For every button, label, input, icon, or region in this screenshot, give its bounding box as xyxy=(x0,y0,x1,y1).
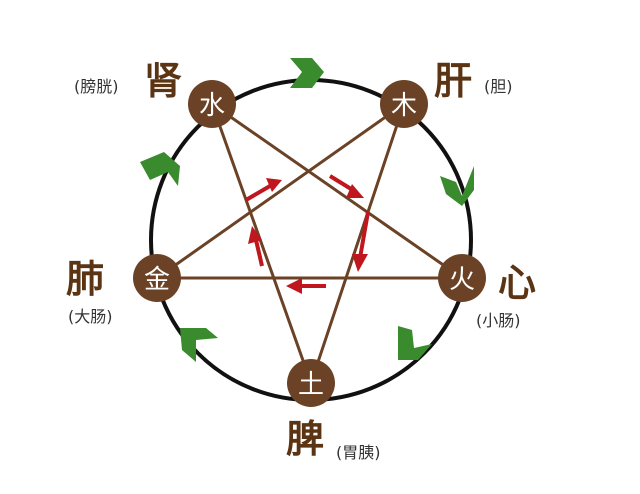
star-line-water-earth xyxy=(210,103,313,384)
organ-label-earth: 脾 xyxy=(286,417,324,461)
paired-label-earth: (胃胰) xyxy=(336,443,381,462)
element-node-water: 水 xyxy=(188,80,236,128)
element-char-wood: 木 xyxy=(391,91,417,121)
star-line-wood-metal xyxy=(156,102,405,280)
red-arrow-icon xyxy=(328,174,364,198)
element-node-fire: 火 xyxy=(438,254,486,302)
controlling-arrows xyxy=(244,174,370,294)
green-chevron-arrow-icon xyxy=(440,166,474,206)
red-arrow-icon xyxy=(286,278,326,294)
paired-label-metal: (大肠) xyxy=(68,307,113,326)
element-char-metal: 金 xyxy=(144,265,170,295)
controlling-star xyxy=(156,102,463,384)
element-char-fire: 火 xyxy=(449,265,475,295)
element-node-metal: 金 xyxy=(133,254,181,302)
green-chevron-arrow-icon xyxy=(398,326,432,360)
star-line-wood-earth xyxy=(309,103,406,384)
element-node-wood: 木 xyxy=(380,80,428,128)
green-chevron-arrow-icon xyxy=(140,152,180,186)
element-node-earth: 土 xyxy=(287,359,335,407)
green-chevron-arrow-icon xyxy=(180,328,218,362)
organ-label-metal: 肺 xyxy=(66,257,104,301)
organ-label-water: 肾 xyxy=(144,59,182,103)
element-char-earth: 土 xyxy=(298,370,324,400)
paired-label-water: (膀胱) xyxy=(74,77,119,96)
organ-label-wood: 肝 xyxy=(434,59,472,103)
red-arrow-icon xyxy=(352,211,370,272)
organ-label-fire: 心 xyxy=(498,261,536,305)
paired-label-wood: (胆) xyxy=(484,77,513,96)
green-chevron-arrow-icon xyxy=(290,58,324,88)
star-line-water-fire xyxy=(211,102,463,280)
element-char-water: 水 xyxy=(199,91,225,121)
red-arrow-icon xyxy=(248,226,264,267)
paired-label-fire: (小肠) xyxy=(476,311,521,330)
red-arrow-icon xyxy=(244,178,282,202)
generating-arrows xyxy=(140,58,474,362)
